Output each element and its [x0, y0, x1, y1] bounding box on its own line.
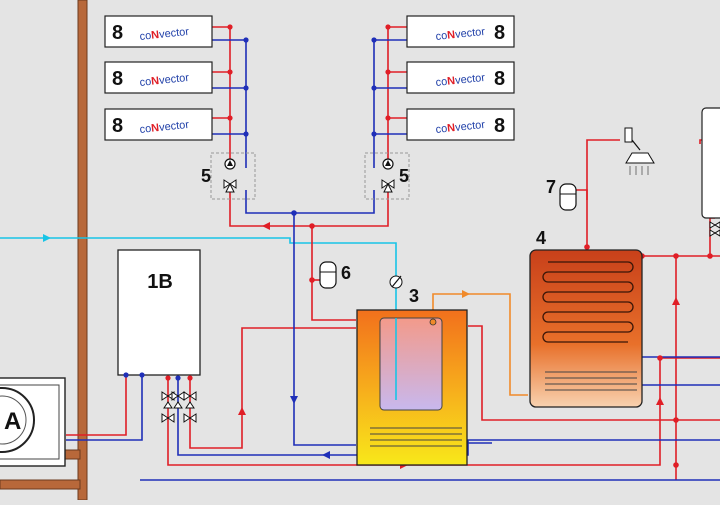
check-valve-icon — [161, 413, 197, 423]
check-valve-icon — [161, 391, 175, 409]
convectors-right: coNvector 8 coNvector 8 coNvector 8 — [406, 15, 515, 141]
convector-brand: coNvector — [139, 26, 190, 43]
check-valve-icon — [171, 391, 185, 409]
check-valve-icon — [183, 391, 197, 409]
convector-brand: coNvector — [139, 119, 190, 136]
three-way-valve-icon — [223, 179, 237, 193]
supply-pipes — [66, 26, 720, 480]
convector-number: 8 — [112, 22, 123, 44]
boiler-valves — [161, 391, 197, 423]
expansion-vessel-6: 6 — [312, 261, 351, 289]
buffer-tank-3: 3 — [356, 275, 468, 466]
convector-number: 8 — [494, 68, 505, 90]
convector-unit: 8 coNvector — [104, 15, 213, 48]
boiler-1b: 1B — [117, 249, 201, 376]
expansion-vessel-6-label: 6 — [341, 263, 351, 283]
convector-brand: coNvector — [139, 72, 190, 89]
boiler-label: 1B — [147, 271, 173, 293]
convector-number: 8 — [112, 115, 123, 137]
convectors-left: 8 coNvector 8 coNvector 8 coNvector — [104, 15, 213, 141]
solar-loop — [432, 290, 528, 396]
hot-water-tank-4: 4 — [529, 228, 643, 408]
check-valve-icon — [709, 221, 720, 237]
convector-brand: coNvector — [435, 119, 486, 136]
expansion-vessel-7: 7 — [546, 177, 577, 211]
convector-brand: coNvector — [435, 72, 486, 89]
convector-unit: 8 coNvector — [104, 61, 213, 94]
convector-unit: 8 coNvector — [104, 108, 213, 141]
pump-group-left: 5 — [201, 152, 256, 200]
return-pipes — [66, 39, 720, 481]
right-appliance — [701, 107, 720, 237]
expansion-vessel-7-label: 7 — [546, 177, 556, 197]
convector-unit: coNvector 8 — [406, 108, 515, 141]
pump-icon — [382, 158, 394, 170]
unit-a-label: A — [4, 408, 21, 435]
pump-group-label: 5 — [201, 166, 211, 186]
cold-water-line — [0, 234, 397, 400]
pump-group-label: 5 — [399, 166, 409, 186]
shower-head-icon — [624, 127, 655, 175]
pump-icon — [224, 158, 236, 170]
convector-unit: coNvector 8 — [406, 61, 515, 94]
three-way-valve-icon — [381, 179, 395, 193]
hot-water-tank-label: 4 — [536, 228, 546, 248]
thermometer-icon — [429, 318, 437, 326]
outdoor-unit-a: A — [0, 377, 66, 467]
convector-number: 8 — [494, 22, 505, 44]
thermometer-icon — [389, 275, 403, 289]
convector-number: 8 — [112, 68, 123, 90]
expansion-vessel-icon — [319, 261, 337, 289]
expansion-vessel-icon — [559, 183, 577, 211]
convector-brand: coNvector — [435, 26, 486, 43]
convector-unit: coNvector 8 — [406, 15, 515, 48]
buffer-tank-label: 3 — [409, 286, 419, 306]
pump-group-right: 5 — [364, 152, 410, 200]
convector-number: 8 — [494, 115, 505, 137]
